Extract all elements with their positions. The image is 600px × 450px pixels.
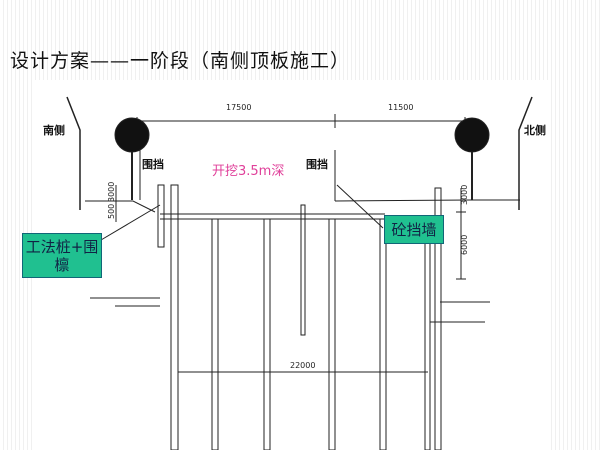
north-ground — [334, 199, 520, 202]
dim-22000: 22000 — [290, 361, 315, 370]
pile-right — [424, 242, 431, 450]
label-excavation: 开挖3.5m深 — [212, 164, 284, 179]
dim-17500: 17500 — [226, 103, 251, 112]
dim-3000-right: 3000 — [460, 185, 469, 205]
south-boundary — [66, 96, 81, 210]
label-north: 北侧 — [524, 123, 546, 137]
column-pile — [300, 204, 306, 336]
label-fence-left: 围挡 — [142, 157, 164, 171]
label-south: 南侧 — [43, 123, 65, 137]
pile-left-wall — [170, 184, 179, 450]
pile-right-wall — [434, 187, 442, 450]
dim-11500: 11500 — [388, 103, 413, 112]
column-pile — [328, 218, 336, 450]
callout-pile: 工法桩+围檩 — [22, 233, 102, 278]
dim-500: 500 — [107, 204, 116, 219]
callout-wall: 砼挡墙 — [384, 215, 444, 244]
dim-3000-left: 3000 — [107, 182, 116, 202]
tree-icon-right — [454, 117, 490, 200]
pile-left-short — [157, 184, 165, 248]
label-fence-right: 围挡 — [306, 157, 328, 171]
tree-icon-left — [114, 117, 150, 200]
slide-title: 设计方案——一阶段（南侧顶板施工） — [10, 50, 351, 72]
dim-6000: 6000 — [460, 235, 469, 255]
column-pile — [211, 218, 219, 450]
south-ground — [85, 200, 156, 213]
north-boundary — [518, 96, 533, 210]
column-pile — [379, 218, 387, 450]
column-pile — [263, 218, 271, 450]
